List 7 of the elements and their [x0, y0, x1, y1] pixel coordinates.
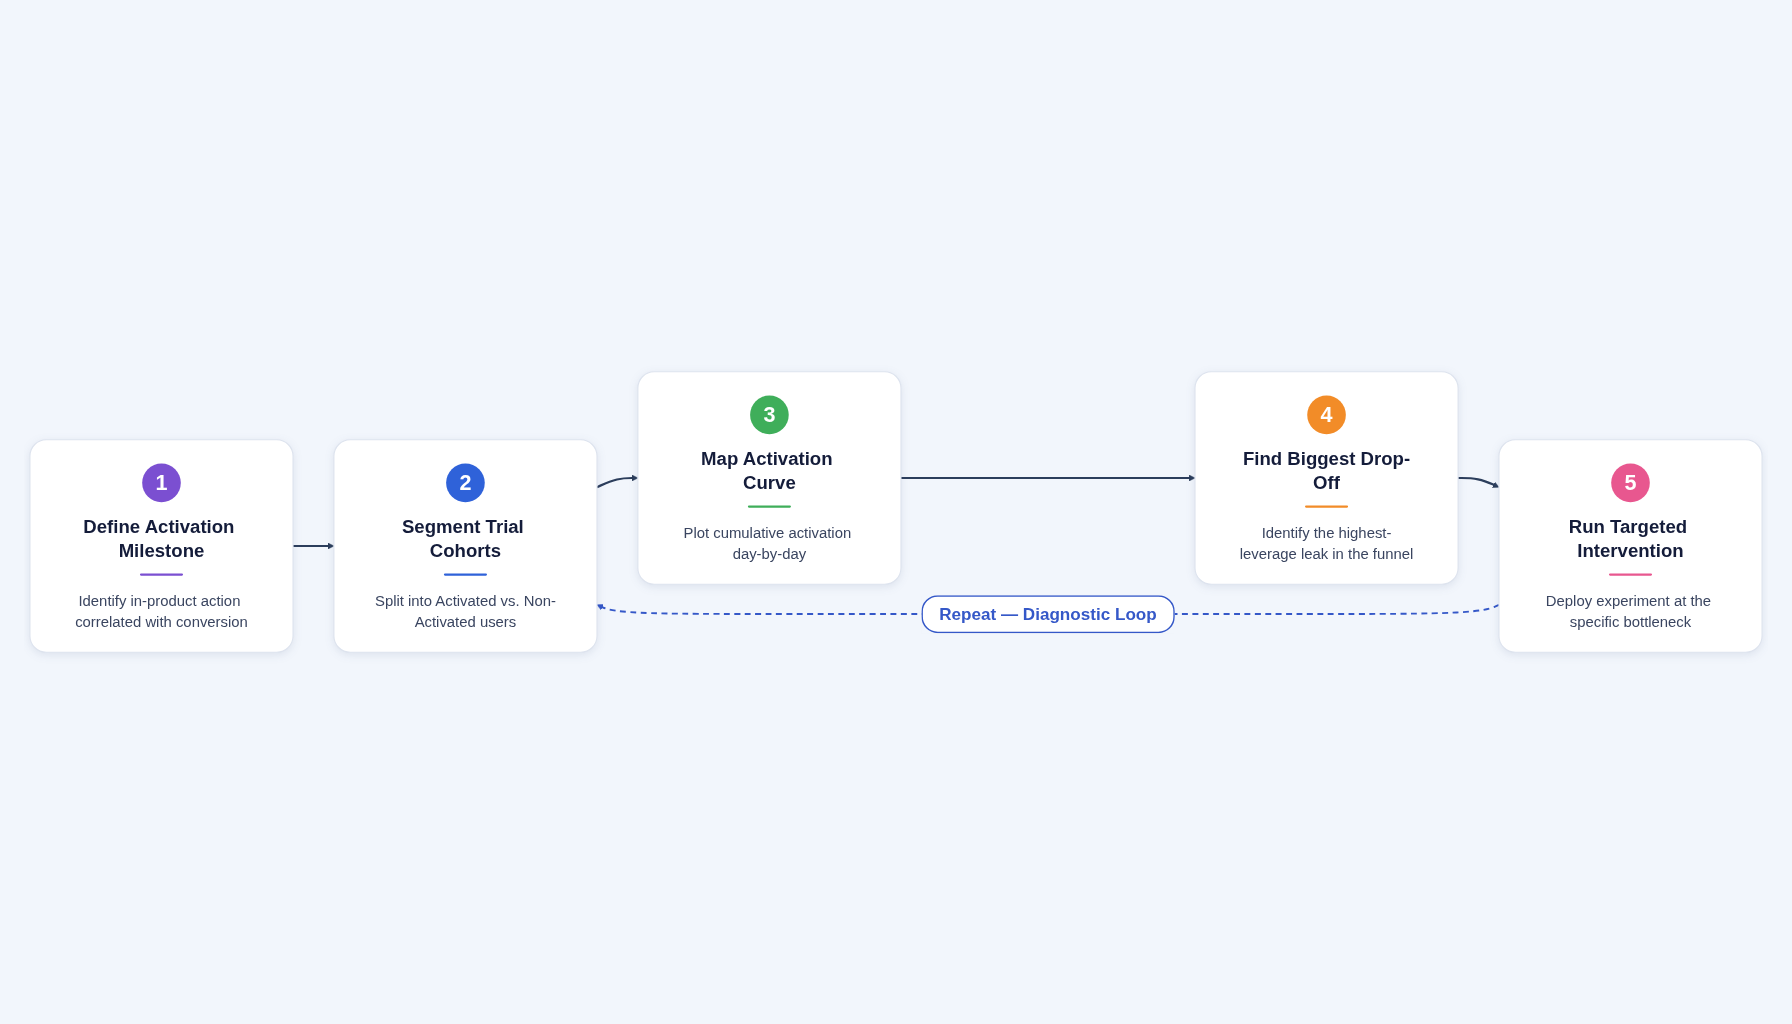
- node-box: 2 Segment Trial Cohorts Split into Activated vs. Non-Activated users: [333, 439, 598, 653]
- node-box: 5 Run Targeted Intervention Deploy experiment at the specific bottleneck: [1498, 439, 1763, 653]
- node-box: 3 Map Activation Curve Plot cumulative activation day-by-day: [637, 371, 902, 585]
- arrow: [900, 474, 1196, 482]
- node-box: 4 Find Biggest Drop-Off Identify the highest-leverage leak in the funnel: [1194, 371, 1459, 585]
- edge-label: Repeat — Diagnostic Loop: [939, 604, 1157, 624]
- node-box: 1 Define Activation Milestone Identify in-product action correlated with conversion: [29, 439, 294, 653]
